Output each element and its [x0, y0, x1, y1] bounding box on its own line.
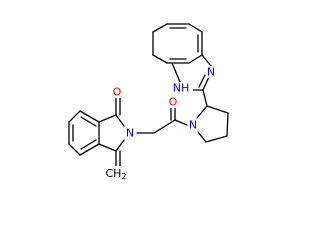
atom-n-pyrrolidine: N [188, 119, 198, 132]
bond-iso-benzene-6 [79, 110, 100, 123]
bond-amide-c-ch2 [153, 119, 176, 134]
atom-n-benzimidazole-imine: N [206, 66, 216, 79]
bond-bzim-c2-to-pyrrolidine [202, 89, 208, 107]
atom-o-amide: O [168, 96, 179, 109]
atom-ch2-subscript: 2 [121, 172, 126, 181]
bond-iso-c1-c7a [98, 114, 117, 123]
atom-o-isoindolinone: O [112, 86, 123, 99]
atom-o-label: O [169, 96, 178, 109]
atom-o-label: O [113, 86, 122, 99]
bond-iso-n-c3 [115, 139, 125, 152]
bond-bzim-n1-c2 [202, 76, 210, 91]
atom-labels: N NH O N O N CH2 [104, 66, 216, 181]
bond-pyrrolidine-c5-n [197, 131, 207, 143]
bond-iso-benzene-3 [68, 143, 81, 156]
molecule-structure-diagram: N NH O N O N CH2 [68, 23, 229, 181]
bond-iso-benzene-5 [68, 110, 81, 123]
bond-bzim-benzene-3 [188, 23, 203, 33]
atom-ch2-label: CH2 [105, 167, 126, 181]
bond-bzim-n3-c3a [171, 62, 181, 83]
bond-iso-benzene-2-inner [80, 139, 97, 150]
atom-n-label: N [207, 66, 215, 79]
bond-amide-n-carbonyl [174, 119, 188, 126]
atom-nh-benzimidazole: NH [171, 82, 193, 95]
bond-iso-benzene-6-inner [80, 116, 97, 127]
bond-pyrrolidine-c2-c3 [206, 105, 229, 114]
bond-iso-n-c1 [115, 114, 125, 127]
bond-iso-c3-c3a [98, 143, 117, 152]
atom-n-label: N [189, 119, 197, 132]
bonds [68, 23, 229, 167]
atom-ch2-main: CH [105, 167, 121, 180]
atom-n-isoindolinone: N [125, 127, 135, 140]
bond-bzim-c7a-n1 [201, 54, 212, 67]
bond-bzim-benzene-5 [188, 54, 203, 64]
bond-pyrrolidine-n-c2 [196, 105, 208, 119]
bond-pyrrolidine-c3-c4 [226, 112, 229, 137]
atom-n-label: N [126, 127, 134, 140]
atom-nh-label: NH [173, 82, 190, 95]
bond-bzim-benzene-1 [152, 23, 168, 33]
bond-pyrrolidine-c4-c5 [205, 135, 228, 143]
atom-ch2-methylene: CH2 [104, 166, 128, 181]
bond-bzim-n1-c2-double [198, 74, 206, 88]
bond-iso-benzene-2 [79, 143, 100, 156]
bond-bzim-benzene-7 [152, 54, 168, 64]
